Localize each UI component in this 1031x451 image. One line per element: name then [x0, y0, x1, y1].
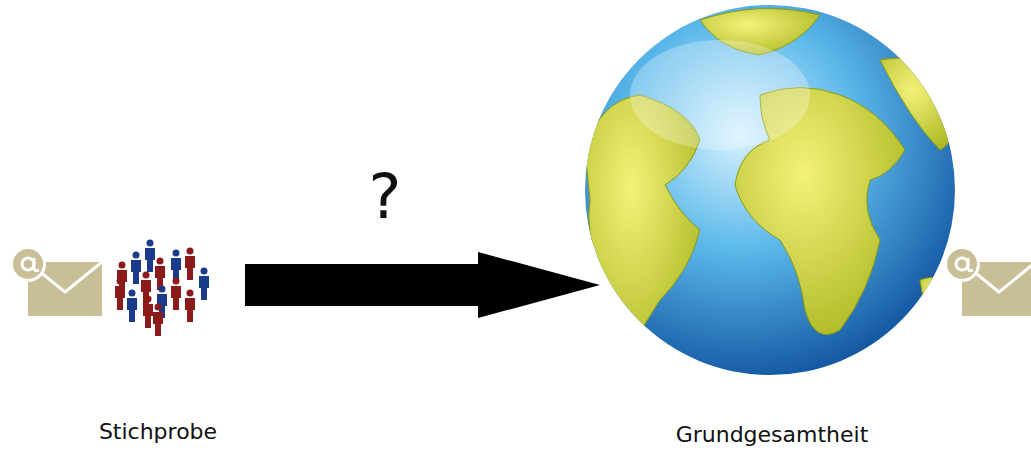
person-head	[133, 252, 140, 259]
person-head	[145, 296, 152, 303]
person-body	[145, 248, 155, 272]
person-head	[129, 290, 136, 297]
person-body	[199, 276, 209, 300]
person-body	[131, 260, 141, 284]
person-body	[127, 298, 137, 322]
person-head	[173, 278, 180, 285]
sample-label: Stichprobe	[99, 420, 217, 444]
person-body	[141, 280, 151, 304]
person-body	[143, 304, 153, 328]
person-body	[153, 312, 163, 336]
person-head	[173, 250, 180, 257]
person-head	[201, 268, 208, 275]
person-head	[143, 272, 150, 279]
globe	[585, 5, 960, 375]
person-body	[115, 286, 125, 310]
population-label: Grundgesamtheit	[676, 423, 869, 447]
big-arrow	[245, 252, 600, 318]
person-head	[117, 278, 124, 285]
person-head	[159, 286, 166, 293]
person-head	[187, 248, 194, 255]
person-head	[157, 258, 164, 265]
question-mark: ?	[369, 163, 402, 231]
email-icon	[944, 246, 1031, 316]
email-icon	[10, 246, 102, 316]
person-head	[119, 262, 126, 269]
person-head	[147, 240, 154, 247]
people-group	[115, 240, 209, 337]
person-head	[187, 290, 194, 297]
person-head	[155, 304, 162, 311]
person-body	[171, 286, 181, 310]
person-body	[185, 298, 195, 322]
person-body	[185, 256, 195, 280]
